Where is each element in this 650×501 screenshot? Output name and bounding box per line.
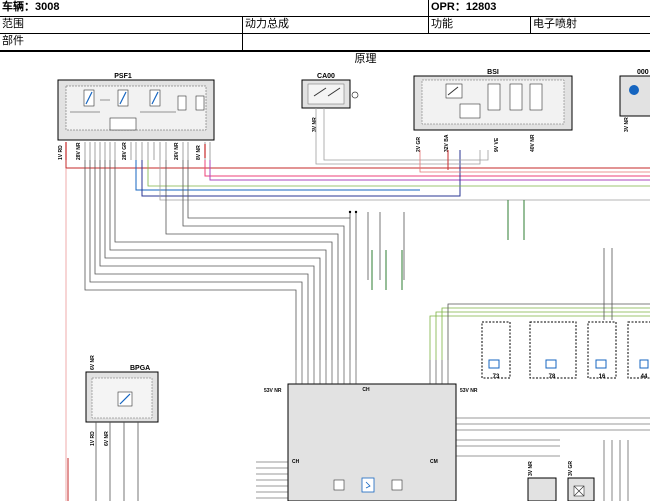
relay-2 — [529, 321, 577, 379]
ecu-right-connector: 53V NR — [460, 388, 478, 394]
bpga-conn-3: 6V NR — [104, 431, 110, 446]
ecu-left-label: CH — [292, 459, 300, 465]
bsi-conn-3: 9V VE — [494, 137, 500, 152]
psf1-conn-3: 28V GR — [122, 142, 128, 160]
psf1-conn-5: 8V NR — [196, 145, 202, 160]
opr-label: OPR：12803 — [431, 1, 497, 13]
bsi-component — [413, 75, 573, 131]
function-label: 功能 — [429, 17, 531, 33]
relay-1-tag: 73 — [493, 374, 500, 380]
bottom-component-1 — [527, 477, 557, 501]
bpga-conn-1: 6V NR — [90, 355, 96, 370]
diagram-title: 原理 — [354, 53, 377, 65]
header-row-2: 范围 动力总成 功能 电子喷射 — [0, 17, 650, 34]
ca00-conn-1: 3V NR — [312, 117, 318, 132]
bsi-label: BSI — [487, 69, 499, 76]
function-value: 电子喷射 — [533, 18, 577, 30]
bottom-conn-2: 3V GR — [568, 461, 574, 476]
bsi-conn-4: 40V NR — [530, 134, 536, 152]
bsi-conn-2: 32V BA — [444, 134, 450, 152]
relay-3-tag: 16 — [599, 374, 606, 380]
partial-conn-1: 3V NR — [624, 117, 630, 132]
relay-1 — [481, 321, 511, 379]
bpga-label: BPGA — [130, 365, 150, 372]
partial-component — [619, 75, 650, 117]
relay-4-tag: 44 — [641, 374, 648, 380]
ca00-component — [301, 79, 359, 109]
header-row-1: 车辆：3008 OPR：12803 — [0, 0, 650, 17]
bpga-component — [85, 371, 159, 423]
ecu-component — [287, 383, 457, 501]
psf1-conn-1: 1V RD — [58, 145, 64, 160]
bottom-component-2 — [567, 477, 595, 501]
scope-value: 动力总成 — [243, 17, 429, 33]
bpga-conn-2: 1V RD — [90, 431, 96, 446]
scope-label: 范围 — [0, 17, 243, 33]
relay-3 — [587, 321, 617, 379]
relay-2-tag: 78 — [549, 374, 556, 380]
vehicle-label: 车辆：3008 — [0, 0, 429, 16]
relay-4 — [627, 321, 650, 379]
psf1-conn-2: 28V NR — [76, 142, 82, 160]
psf1-conn-4: 26V NR — [174, 142, 180, 160]
ca00-label: CA00 — [317, 73, 335, 80]
bottom-conn-1: 3V NR — [528, 461, 534, 476]
ecu-right-label: CM — [430, 459, 438, 465]
ecu-left-connector: 53V NR — [264, 388, 282, 394]
ecu-top-label: CH — [362, 387, 370, 393]
part-label: 部件 — [0, 34, 243, 50]
bsi-conn-1: 2V GR — [416, 137, 422, 152]
header-row-3: 部件 — [0, 34, 650, 52]
document-header: 车辆：3008 OPR：12803 范围 动力总成 功能 电子喷射 部件 — [0, 0, 650, 52]
psf1-component — [57, 79, 215, 141]
psf1-label: PSF1 — [114, 73, 132, 80]
partial-label: 000 — [637, 69, 649, 76]
